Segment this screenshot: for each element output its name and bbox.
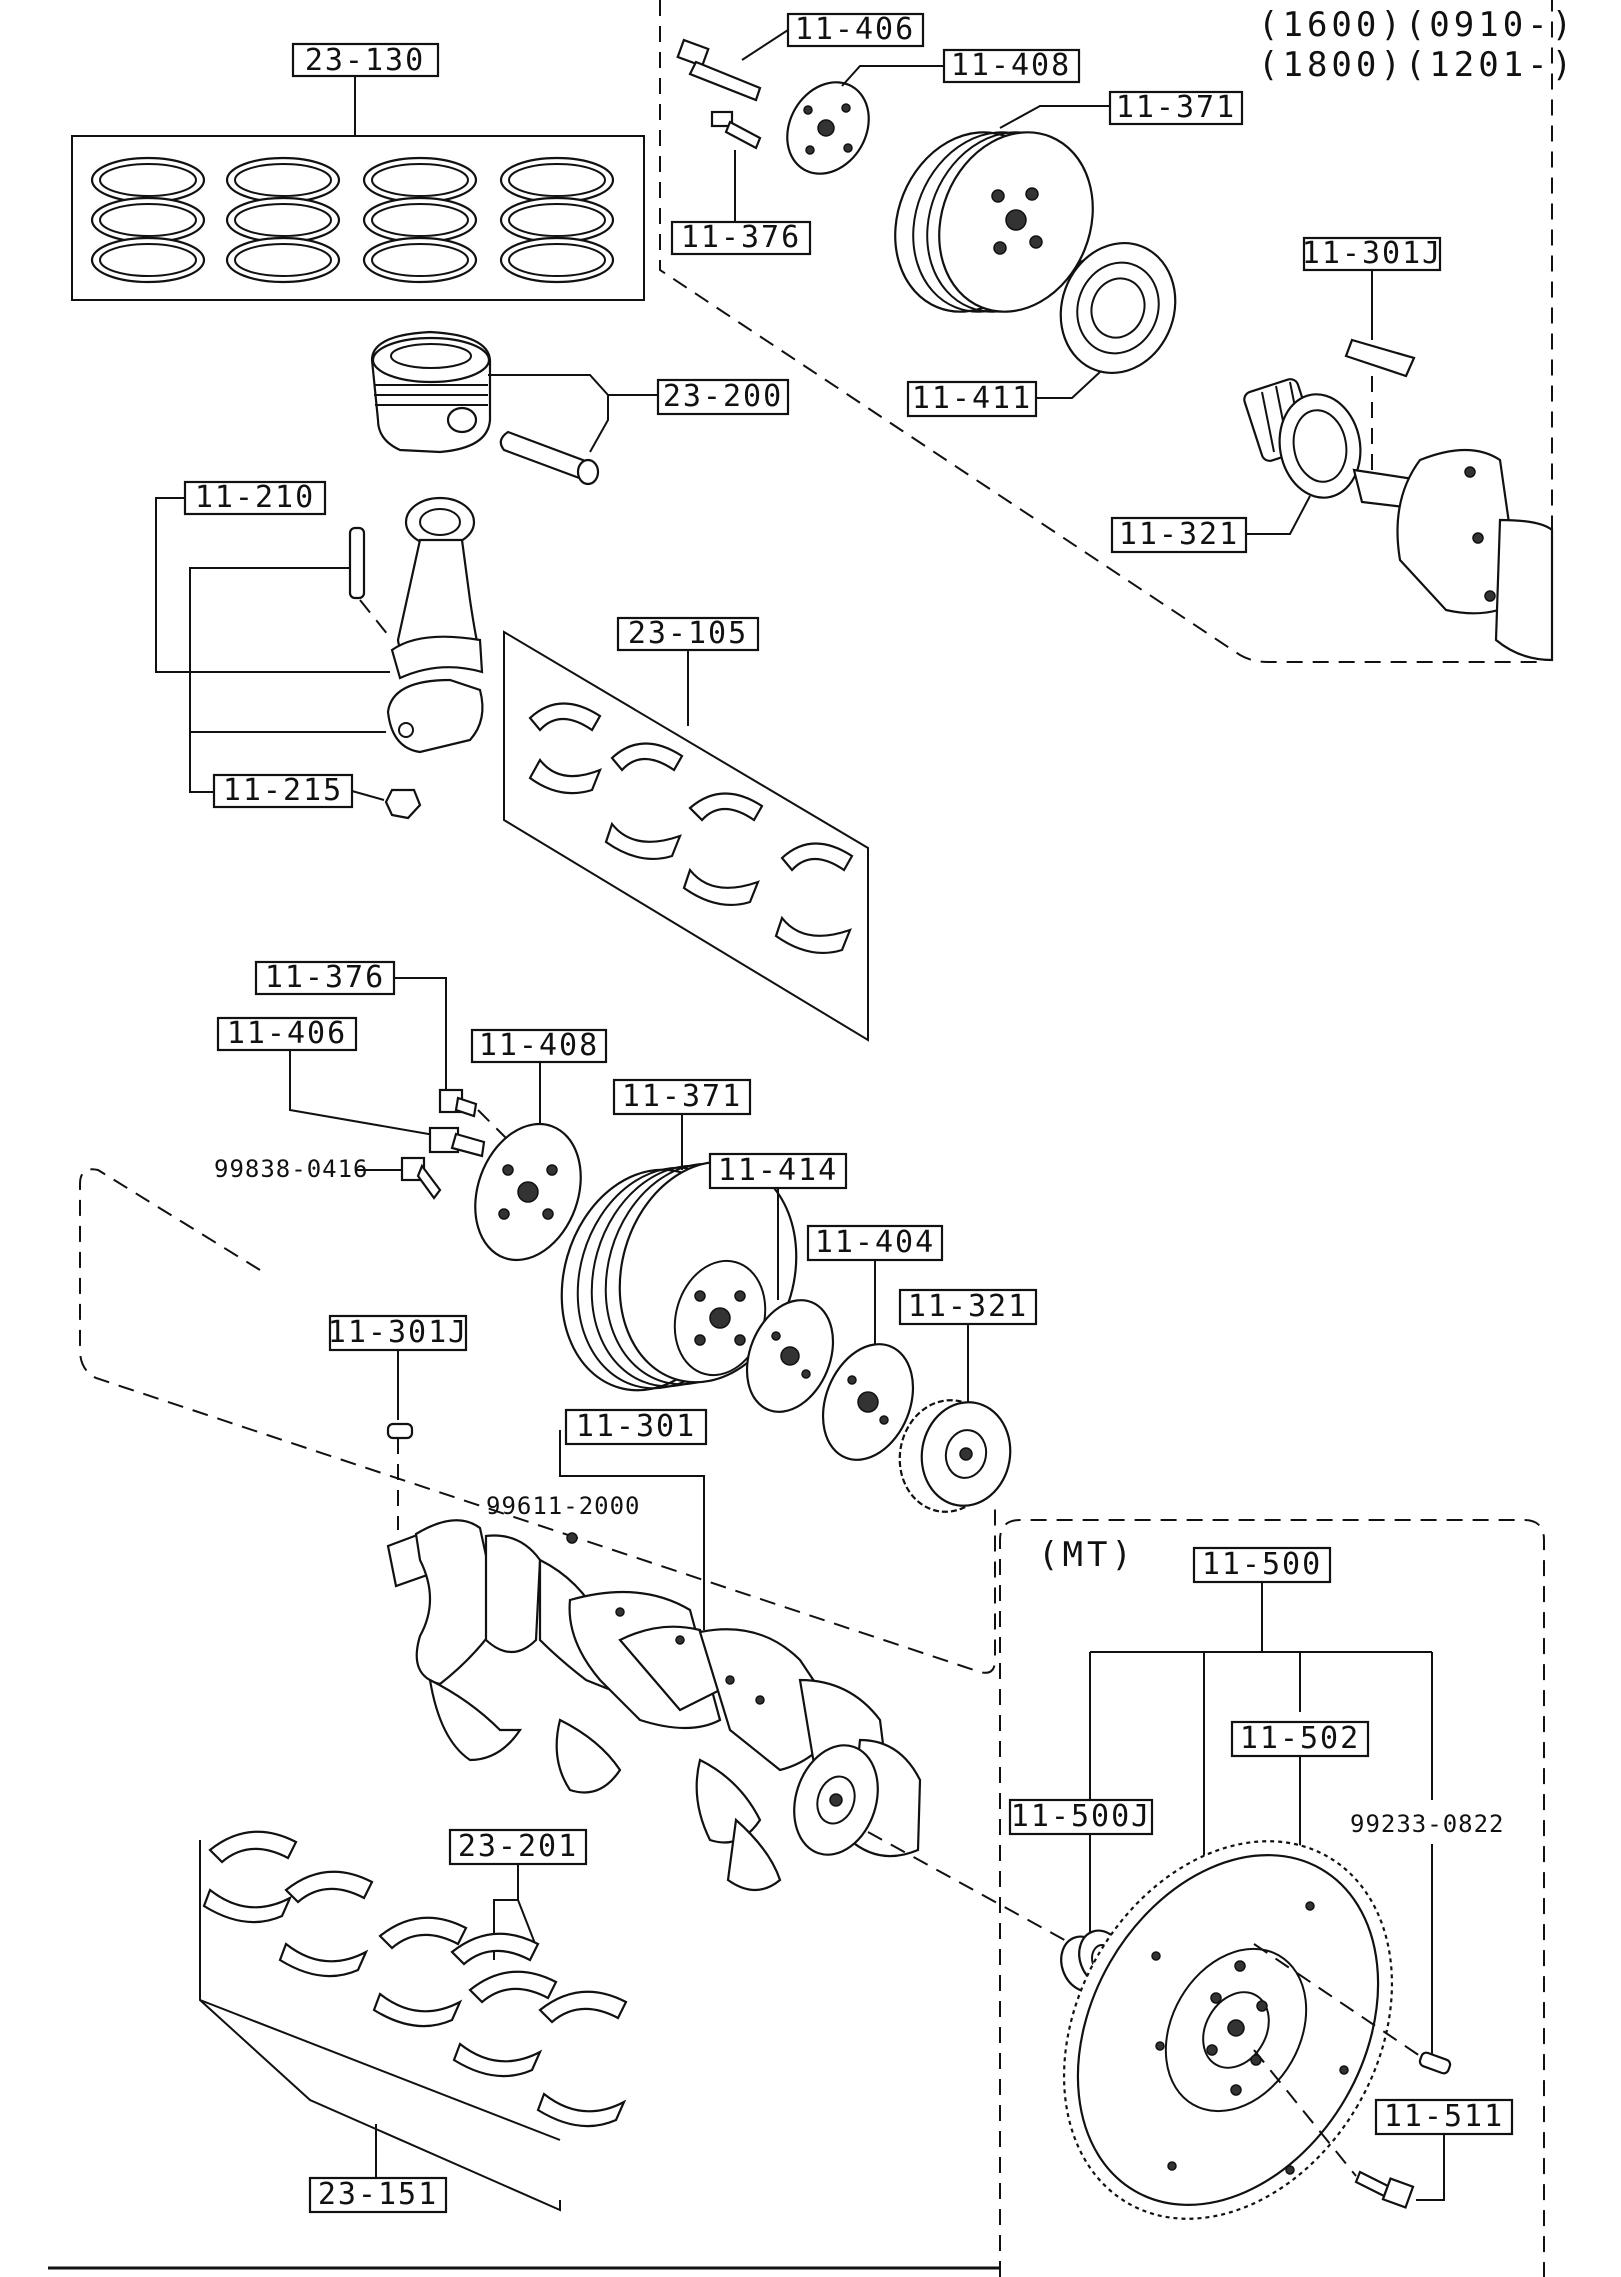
callout-23-130: 23-130 [305, 43, 425, 78]
piston-ring-set [225, 156, 341, 284]
piston-ring-set [90, 156, 206, 284]
pulley-bolt-upper [676, 38, 762, 102]
variant-region-outline-mid [79, 1168, 996, 1674]
crankshaft-nose-upper [1352, 448, 1554, 662]
callout-11-404: 11-404 [815, 1225, 935, 1260]
connecting-rod-assembly: 11-210 11-215 [155, 480, 484, 820]
variant-label-1800: (1800)(1201-) [1258, 45, 1576, 85]
front-pulley-parts: 11-376 11-406 11-408 99838-0416 11-371 [214, 960, 1038, 1513]
dowel-pin [1418, 2051, 1452, 2075]
callout-11-502: 11-502 [1240, 1721, 1360, 1756]
callout-23-200: 23-200 [663, 379, 783, 414]
piston-ring-set-group: 23-130 [71, 42, 645, 301]
pulley-bolt-small-upper [710, 110, 762, 150]
callout-11-371-top: 11-371 [1116, 90, 1236, 125]
callout-11-408-top: 11-408 [951, 48, 1071, 83]
crank-damper [1059, 241, 1177, 375]
piston-ring-set [499, 156, 615, 284]
piston-assembly: 23-200 [370, 330, 790, 486]
part-number-99233-0822: 99233-0822 [1350, 1810, 1505, 1838]
ring-set-frame [71, 135, 645, 301]
variant-header: (1600)(0910-) (1800)(1201-) [1258, 5, 1576, 85]
mt-flywheel-section: (MT) 11-500 11-502 11-500J 99233-0822 [999, 1519, 1545, 2277]
callout-11-301J-top: 11-301J [1302, 236, 1442, 271]
rod-bearing-set: 23-105 [503, 616, 869, 1042]
crank-pulley-mid [560, 1160, 798, 1392]
callout-11-411: 11-411 [912, 381, 1032, 416]
bearing-set-frame [503, 630, 869, 1042]
rod-nut [384, 788, 422, 820]
callout-23-151: 23-151 [318, 2177, 438, 2212]
variant-front-parts: 11-406 11-408 11-376 11-371 [670, 12, 1554, 662]
callout-11-301: 11-301 [576, 1409, 696, 1444]
part-number-99838-0416: 99838-0416 [214, 1155, 369, 1183]
callout-11-500J: 11-500J [1011, 1799, 1151, 1834]
piston-ring-set [362, 156, 478, 284]
callout-23-105: 23-105 [628, 616, 748, 651]
crank-pulley-upper [894, 131, 1094, 313]
crankshaft [386, 1519, 922, 1892]
flywheel-bolt [1354, 2170, 1415, 2209]
callout-11-414: 11-414 [718, 1153, 838, 1188]
callout-11-371-mid: 11-371 [622, 1079, 742, 1114]
woodruff-key-upper [1344, 338, 1416, 378]
callout-11-408-mid: 11-408 [479, 1028, 599, 1063]
mt-section-label: (MT) [1038, 1535, 1136, 1575]
callout-11-511: 11-511 [1384, 2099, 1504, 2134]
callout-11-406-mid: 11-406 [227, 1016, 347, 1051]
pulley-bolt-mid [400, 1088, 486, 1200]
callout-11-301J-mid: 11-301J [328, 1315, 468, 1350]
rod-cap [386, 678, 484, 754]
mt-region-outline [999, 1519, 1545, 2277]
callout-11-376-mid: 11-376 [265, 960, 385, 995]
variant-label-1600: (1600)(0910-) [1258, 5, 1576, 45]
callout-11-406-top: 11-406 [795, 12, 915, 47]
callout-11-321-mid: 11-321 [908, 1289, 1028, 1324]
crankshaft-assembly: 11-301J 11-301 99611-2000 [328, 1314, 1091, 1955]
callout-11-210: 11-210 [195, 480, 315, 515]
rod-small-end [404, 496, 476, 548]
callout-11-376-top: 11-376 [681, 220, 801, 255]
woodruff-key-mid [386, 1422, 414, 1440]
main-bearing-set: 23-201 23-151 [199, 1828, 628, 2214]
callout-11-321-top: 11-321 [1119, 517, 1239, 552]
timing-sprocket-upper [1243, 378, 1362, 499]
callout-23-201: 23-201 [458, 1829, 578, 1864]
callout-11-500: 11-500 [1202, 1547, 1322, 1582]
part-number-99611-2000: 99611-2000 [486, 1492, 641, 1520]
flywheel [1062, 1840, 1394, 2220]
timing-sprocket-mid [898, 1399, 1012, 1513]
callout-11-215: 11-215 [223, 773, 343, 808]
rod-bolt [348, 526, 366, 600]
